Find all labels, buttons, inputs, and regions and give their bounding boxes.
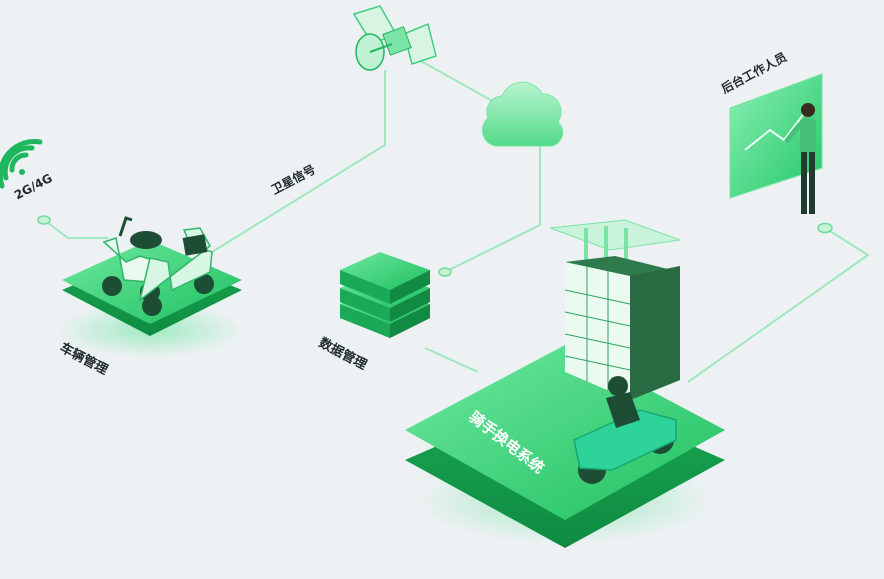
connector-lines: [43, 54, 870, 383]
line-satellite-cloud: [409, 54, 506, 109]
battery-cabinet-icon: [549, 219, 681, 400]
presentation-board-icon: [729, 73, 823, 199]
cloud-icon: [481, 81, 564, 147]
node-wifi: [37, 215, 51, 225]
line-vehicle-satellite: [211, 70, 386, 253]
line-wifi-vehicle: [43, 219, 108, 239]
satellite-icon: [352, 5, 437, 71]
line-data-rider: [424, 347, 479, 373]
line-staff-rider: [687, 227, 870, 383]
server-stack-icon: [340, 252, 430, 338]
node-data: [438, 267, 452, 277]
line-cloud-data: [444, 140, 541, 273]
connector-nodes: [37, 215, 833, 277]
wifi-icon: [0, 139, 43, 189]
tricycle-icon: [138, 227, 214, 316]
staff-person-icon: [784, 103, 816, 214]
node-staff: [817, 222, 833, 234]
rider-icon: [573, 376, 677, 484]
